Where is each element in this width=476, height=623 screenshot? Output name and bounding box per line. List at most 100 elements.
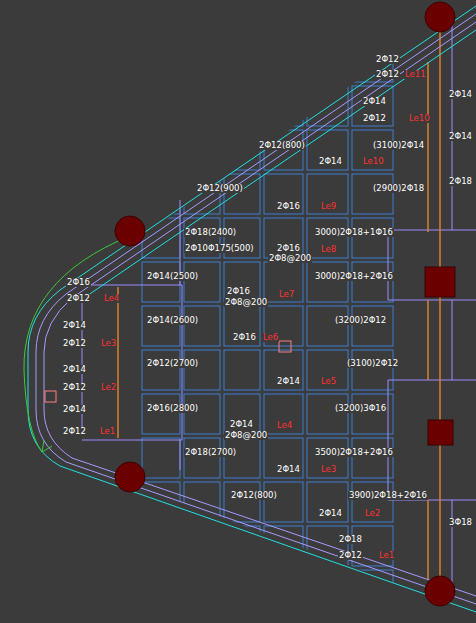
rebar-label: 2Φ16(2800)	[146, 404, 199, 413]
slab-cell	[224, 130, 260, 170]
slab-cell	[142, 86, 180, 126]
slab-cell	[307, 306, 348, 346]
slab-cell	[224, 86, 260, 126]
beam-id: Le6	[262, 333, 279, 342]
slab-cell	[224, 42, 260, 82]
slab-cell	[184, 42, 220, 82]
rebar-label: 2Φ14	[448, 90, 473, 99]
beam-id: Le10	[362, 157, 385, 166]
slab-cell	[184, 438, 220, 478]
rebar-label: (3100)2Φ12	[346, 359, 399, 368]
slab-cell	[264, 394, 303, 434]
slab-cell	[264, 174, 303, 214]
slab-cell	[352, 218, 393, 258]
slab-cell	[352, 306, 393, 346]
slab-cell	[307, 130, 348, 170]
beam-id: Le4	[103, 294, 120, 303]
slab-cell	[264, 482, 303, 522]
slab-cell	[184, 262, 220, 302]
slab-cell	[142, 570, 180, 610]
rebar-label: 2Φ14	[318, 157, 343, 166]
rebar-label: 2Φ14(2500)	[146, 272, 199, 281]
slab-cell	[264, 526, 303, 566]
slab-cell	[184, 174, 220, 214]
slab-cell	[184, 130, 220, 170]
slab-cell	[142, 130, 180, 170]
slab-cell	[142, 350, 180, 390]
rebar-label: (3100)2Φ14	[372, 141, 425, 150]
beam-id: Le7	[278, 290, 295, 299]
beam-id: Le3	[320, 465, 337, 474]
rebar-label: 2Φ14	[62, 365, 87, 374]
beam-id: Le10	[408, 114, 431, 123]
rebar-label: 2Φ12	[375, 55, 400, 64]
slab-cell	[307, 174, 348, 214]
rebar-label: 3000)2Φ18+2Φ16	[314, 272, 394, 281]
slab-cell	[264, 218, 303, 258]
slab-cell	[352, 86, 393, 126]
rebar-label: 2Φ18(2400)	[184, 228, 237, 237]
rebar-label: 2Φ18	[338, 535, 363, 544]
rebar-label: 2Φ12(900)	[196, 184, 244, 193]
rebar-label: 3500)2Φ18+2Φ16	[314, 448, 394, 457]
slab-cell	[307, 350, 348, 390]
slab-cell	[264, 438, 303, 478]
rebar-label: 2Φ14	[62, 321, 87, 330]
slab-cell	[224, 526, 260, 566]
rebar-label: 2Φ10Φ175(500)	[184, 244, 255, 253]
beam-id: Le9	[320, 202, 337, 211]
slab-cell	[184, 350, 220, 390]
rebar-label: 2Φ16	[226, 287, 251, 296]
beam-id: Le5	[320, 377, 337, 386]
rebar-label: 2Φ12	[62, 427, 87, 436]
rebar-label: 2Φ14	[318, 509, 343, 518]
slab-cell	[352, 350, 393, 390]
slab-cell	[142, 42, 180, 82]
slab-cell	[307, 438, 348, 478]
beam-id: Le3	[100, 339, 117, 348]
rebar-label: 2Φ8@200	[224, 298, 268, 307]
slab-cell	[264, 350, 303, 390]
slab-cell	[142, 262, 180, 302]
beam-id: Le11	[404, 70, 427, 79]
slab-cell	[224, 174, 260, 214]
rebar-label: 2Φ12(2700)	[146, 359, 199, 368]
beam-id: Le1	[99, 427, 116, 436]
rebar-label: 2Φ14	[276, 465, 301, 474]
slab-cell	[307, 394, 348, 434]
slab-cell	[224, 438, 260, 478]
slab-cell	[184, 86, 220, 126]
slab-cell	[224, 570, 260, 610]
rebar-label: 2Φ16	[232, 333, 257, 342]
rebar-label: 2Φ12	[338, 551, 363, 560]
slab-cell	[142, 394, 180, 434]
rebar-label: 3Φ18	[448, 518, 473, 527]
rebar-label: 2Φ18(2700)	[184, 448, 237, 457]
slab-cell	[224, 306, 260, 346]
slab-cell	[352, 262, 393, 302]
rebar-label: 2Φ14	[229, 420, 254, 429]
slab-cell	[264, 86, 303, 126]
rebar-label: 2Φ14(2600)	[146, 316, 199, 325]
slab-cell	[142, 526, 180, 566]
rebar-label: 2Φ16	[276, 202, 301, 211]
beam-id: Le8	[320, 245, 337, 254]
rebar-label: 2Φ14	[276, 377, 301, 386]
slab-cell	[307, 570, 348, 610]
slab-cell	[142, 438, 180, 478]
slab-cell	[352, 526, 393, 566]
rebar-label: (3200)2Φ12	[334, 316, 387, 325]
slab-cell	[142, 306, 180, 346]
slab-cell	[307, 218, 348, 258]
slab-cell	[184, 526, 220, 566]
slab-cell	[184, 306, 220, 346]
slab-cell	[352, 438, 393, 478]
rebar-label: (2900)2Φ18	[372, 184, 425, 193]
rebar-label: 2Φ16	[276, 244, 301, 253]
slab-cell	[184, 570, 220, 610]
slab-cell	[307, 42, 348, 82]
rebar-label: 2Φ8@200	[268, 254, 312, 263]
slab-cell	[224, 394, 260, 434]
